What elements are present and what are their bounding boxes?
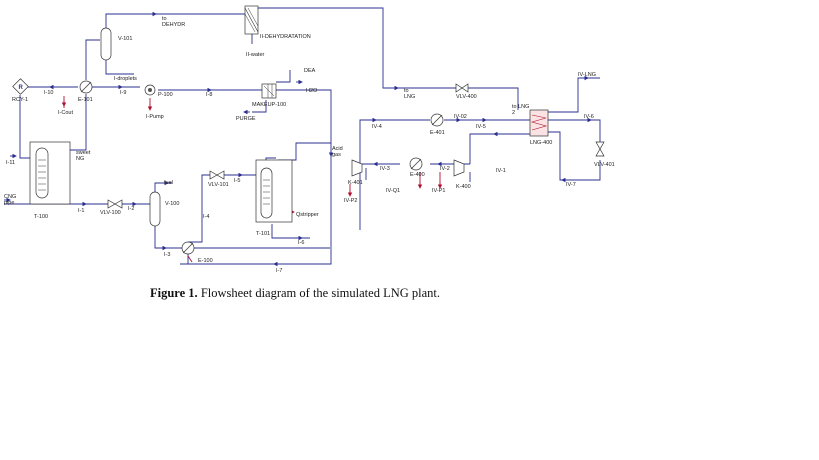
label-v100: V-100 [165, 201, 179, 207]
stream-to-lng-b-1: to LNG [512, 104, 529, 110]
label-iiwater: II-water [246, 52, 265, 58]
label-e101: E-101 [78, 97, 93, 103]
flowsheet-diagram: R [4, 5, 615, 274]
stream-fuel: fuel [164, 180, 173, 186]
stream-iv-lng: IV-LNG [578, 72, 596, 78]
heat-exchanger-e400 [409, 157, 423, 171]
label-t101: T-101 [256, 231, 270, 237]
heat-exchanger-e401 [430, 113, 444, 127]
recycle-unit-rcy1-glyph: R [19, 85, 24, 91]
stream-labels: to DEHYDR to LNG to LNG 2 IV-LNG I-10 I-… [4, 16, 596, 274]
label-lng400: LNG-400 [530, 140, 552, 146]
label-e400: E-400 [410, 172, 425, 178]
label-icout: I-Cout [58, 110, 73, 116]
stream-i2: I-2 [128, 206, 134, 212]
stream-iv3: IV-3 [380, 166, 390, 172]
label-e100: E-100 [198, 258, 213, 264]
figure-caption-label: Figure 1. [150, 286, 198, 300]
label-makeup: MAKEUP-100 [252, 102, 286, 108]
stream-ivp2: IV-P2 [344, 198, 357, 204]
recycle-unit-rcy1: R [12, 78, 29, 95]
stream-i4: I-4 [203, 214, 209, 220]
label-qstripper: Qstripper [296, 212, 319, 218]
label-purge: PURGE [236, 116, 256, 122]
stream-sweet-1: sweet [76, 150, 91, 156]
column-t101 [255, 159, 293, 223]
label-k401: K-401 [348, 180, 363, 186]
stream-acid-1: Acid [332, 146, 343, 152]
figure-caption: Figure 1. Flowsheet diagram of the simul… [150, 286, 670, 301]
valve-vlv101 [209, 170, 225, 180]
label-dehydration: II-DEHYDRATATION [260, 34, 311, 40]
stream-cng-1: CNG [4, 194, 16, 200]
stream-to-dehydr-2: DEHYDR [162, 22, 185, 28]
stream-i11: I-11 [6, 160, 15, 166]
stream-arrows [4, 11, 592, 267]
compressor-k400 [453, 159, 465, 177]
stream-iv02: IV-02 [454, 114, 467, 120]
stream-ivp1: IV-P1 [432, 188, 445, 194]
heat-exchanger-e100 [181, 241, 195, 255]
heat-exchanger-e101 [79, 80, 93, 94]
material-streams [4, 7, 601, 265]
stream-ivq1: IV-Q1 [386, 188, 400, 194]
stream-h2o: H2O [306, 88, 318, 94]
lng-exchanger-lng400 [529, 109, 549, 137]
stream-iv5: IV-5 [476, 124, 486, 130]
label-ipump: I-Pump [146, 114, 164, 120]
label-k400: K-400 [456, 184, 471, 190]
column-t100 [29, 141, 71, 205]
makeup-unit [261, 83, 277, 99]
stream-sweet-2: NG [76, 156, 84, 162]
valve-vlv401 [595, 141, 605, 157]
stream-cng-2: pipe [4, 200, 14, 206]
pump-p100 [144, 84, 156, 96]
label-vlv100: VLV-100 [100, 210, 121, 216]
label-vlv401: VLV-401 [594, 162, 615, 168]
stream-iv2: IV-2 [440, 166, 450, 172]
stream-i10: I-10 [44, 90, 53, 96]
label-t100: T-100 [34, 214, 48, 220]
vessel-v101 [100, 27, 112, 61]
stream-i6: I-6 [298, 240, 304, 246]
label-vlv400: VLV-400 [456, 94, 477, 100]
stream-acid-2: gas [332, 152, 341, 158]
stream-i8: I-8 [206, 92, 212, 98]
stream-dea: DEA [304, 68, 316, 74]
stream-to-lng-2: LNG [404, 94, 415, 100]
unit-labels: RCY-1 E-101 V-101 P-100 I-Pump I-Cout II… [12, 34, 615, 264]
stream-i-droplets: I-droplets [114, 76, 137, 82]
label-rcy1: RCY-1 [12, 97, 28, 103]
stream-to-lng-1: to [404, 88, 409, 94]
compressor-k401 [351, 159, 363, 177]
label-e401: E-401 [430, 130, 445, 136]
stream-to-lng-b-2: 2 [512, 110, 515, 116]
stream-iv1: IV-1 [496, 168, 506, 174]
stream-i1: I-1 [78, 208, 84, 214]
label-p100: P-100 [158, 92, 173, 98]
stream-iv4: IV-4 [372, 124, 382, 130]
valve-vlv400 [455, 83, 469, 93]
stream-i9: I-9 [120, 90, 126, 96]
label-vlv101: VLV-101 [208, 182, 229, 188]
label-v101: V-101 [118, 36, 132, 42]
vessel-v100 [149, 191, 161, 227]
stream-iv6: IV-6 [584, 114, 594, 120]
dehydration-unit [244, 5, 259, 35]
valve-vlv100 [107, 199, 123, 209]
stream-i3: I-3 [164, 252, 170, 258]
figure-caption-text: Flowsheet diagram of the simulated LNG p… [200, 286, 440, 300]
stream-i7: I-7 [276, 268, 282, 274]
stream-iv7: IV-7 [566, 182, 576, 188]
stream-i5: I-5 [234, 178, 240, 184]
stream-to-dehydr-1: to [162, 16, 167, 22]
